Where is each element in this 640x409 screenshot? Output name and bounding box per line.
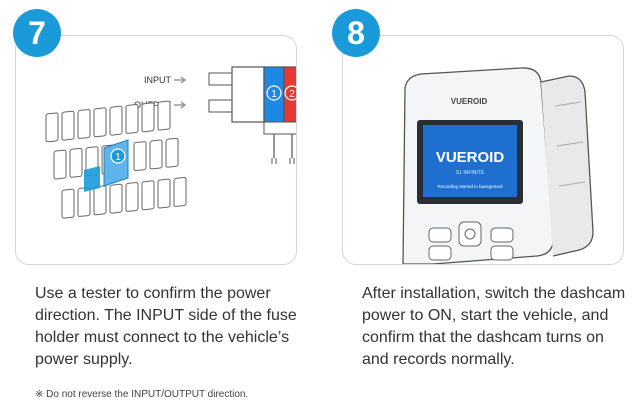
installed-fuse-holder: 1 xyxy=(84,139,129,192)
device-brand: VUEROID xyxy=(451,97,488,106)
record-button-icon xyxy=(464,228,476,240)
output-arrow-icon xyxy=(174,101,187,109)
down-button-icon xyxy=(428,245,452,261)
step-8-number: 8 xyxy=(347,14,365,51)
direction-note: ※ Do not reverse the INPUT/OUTPUT direct… xyxy=(35,389,249,400)
dashcam-screen: VUEROID S1 INFINITE Recording started in… xyxy=(417,120,523,204)
marker-2-icon xyxy=(284,85,296,101)
step-7-caption: Use a tester to confirm the power direct… xyxy=(35,285,297,368)
marker-2-label: 2 xyxy=(289,89,295,100)
dashcam-buttons xyxy=(428,221,514,261)
dashcam-illustration: VUEROID VUEROID S1 INFINITE Recording st… xyxy=(402,67,594,264)
input-arrow-icon xyxy=(174,76,187,84)
step-8-caption: After installation, switch the dashcam p… xyxy=(362,285,626,368)
step-7-panel: INPUT OUTPUT 1 2 xyxy=(15,35,297,265)
screen-subtitle: S1 INFINITE xyxy=(456,170,485,176)
fuse-holder: 1 2 xyxy=(208,66,296,164)
left-button-icon xyxy=(428,227,452,243)
right-button-icon xyxy=(490,227,514,243)
step-8-badge: 8 xyxy=(332,9,380,57)
marker-1-icon xyxy=(266,85,282,101)
marker-1-label: 1 xyxy=(271,89,277,100)
screen-status: Recording started in background xyxy=(437,184,503,189)
step-7-number: 7 xyxy=(28,14,46,51)
fuse-grid xyxy=(45,100,187,219)
fuse-marker-1-label: 1 xyxy=(115,152,121,163)
step-7-badge: 7 xyxy=(13,9,61,57)
input-label: INPUT xyxy=(144,75,172,85)
step-8-panel: VUEROID VUEROID S1 INFINITE Recording st… xyxy=(342,35,624,265)
screen-logo: VUEROID xyxy=(436,149,505,166)
fuse-box-illustration: INPUT OUTPUT 1 2 xyxy=(45,66,296,219)
up-button-icon xyxy=(490,245,514,261)
fuse-marker-1-icon xyxy=(110,148,126,164)
